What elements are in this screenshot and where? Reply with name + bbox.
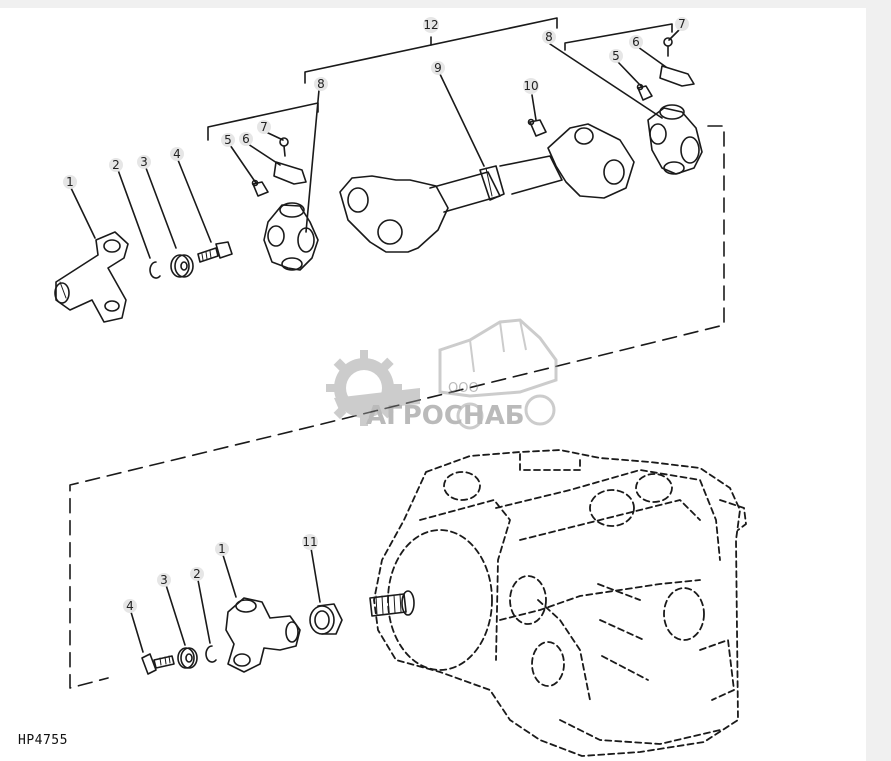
callout-2-bottom: 2: [190, 567, 204, 581]
watermark-name: АГРОСНАБ: [366, 401, 525, 431]
svg-text:5: 5: [224, 133, 232, 147]
watermark-prefix: ООО: [448, 381, 479, 396]
leader-11: [310, 547, 321, 603]
callout-2-top: 2: [109, 158, 123, 172]
callout-5-left: 5: [221, 133, 235, 147]
leader-4-top: [177, 159, 212, 243]
svg-text:1: 1: [66, 175, 74, 189]
svg-text:7: 7: [678, 17, 686, 31]
svg-text:6: 6: [632, 35, 640, 49]
leader-9: [438, 71, 485, 167]
dashed-assembly-line: [69, 125, 725, 689]
leader-3-top: [145, 167, 177, 249]
part-u-joint-right: [647, 104, 703, 175]
callout-10: 10: [523, 78, 539, 94]
callout-1-bottom: 1: [215, 542, 229, 556]
leader-8-right: [549, 43, 663, 119]
callout-3-top: 3: [137, 155, 151, 169]
part-washer-bottom: [177, 647, 198, 669]
part-bolt-bottom: [141, 653, 175, 675]
callout-5-right: 5: [609, 49, 623, 63]
leader-6-left: [247, 143, 281, 166]
part-screw-right: [663, 37, 673, 57]
diagram-sheet: [0, 8, 866, 761]
callout-7-left: 7: [257, 120, 271, 134]
callout-3-bottom: 3: [157, 573, 171, 587]
part-washer-top: [170, 254, 194, 278]
leader-1-top: [70, 187, 96, 239]
part-bolt-top: [197, 241, 233, 263]
svg-text:2: 2: [112, 158, 120, 172]
bracket-8-right: [564, 23, 673, 51]
figure-id: HP4755: [18, 733, 68, 748]
leader-5-left: [229, 144, 257, 184]
svg-text:2: 2: [193, 567, 201, 581]
part-drive-shaft: [339, 123, 635, 253]
svg-text:5: 5: [612, 49, 620, 63]
svg-text:11: 11: [302, 535, 317, 549]
callout-8-left: 8: [314, 77, 328, 91]
callout-11: 11: [302, 534, 318, 550]
watermark-combine-icon: [438, 318, 558, 430]
leader-4-bottom: [130, 611, 144, 653]
svg-text:8: 8: [317, 77, 325, 91]
svg-text:3: 3: [160, 573, 168, 587]
leader-10: [531, 94, 537, 121]
leader-7-left: [265, 131, 284, 141]
part-screw-left: [279, 137, 289, 157]
svg-text:8: 8: [545, 30, 553, 44]
part-bushing-11: [309, 603, 343, 635]
svg-text:4: 4: [126, 599, 134, 613]
callout-4-top: 4: [170, 147, 184, 161]
leader-1-bottom: [222, 554, 237, 598]
callout-labels: 12 8 8 9 10 7 6 5 7 6 5 1 2 3 4 1 2 3 4 …: [63, 17, 689, 613]
callout-12: 12: [423, 17, 439, 33]
callout-4-bottom: 4: [123, 599, 137, 613]
part-grease-fitting-right: [636, 83, 653, 101]
part-snap-ring-bottom: [205, 645, 217, 663]
part-grease-fitting-10: [527, 118, 547, 137]
watermark-gear-icon: [326, 350, 420, 426]
part-strap-right: [659, 65, 695, 87]
svg-text:9: 9: [434, 61, 442, 75]
callout-6-right: 6: [629, 35, 643, 49]
part-yoke-top: [54, 231, 129, 323]
part-snap-ring-top: [149, 261, 161, 279]
leader-2-bottom: [197, 579, 211, 644]
leader-5-right: [617, 61, 642, 87]
part-strap-left: [273, 161, 307, 185]
leader-2-top: [117, 169, 151, 259]
callout-7-right: 7: [675, 17, 689, 31]
svg-text:1: 1: [218, 542, 226, 556]
part-grease-fitting-left: [251, 179, 269, 197]
part-input-shaft: [369, 590, 415, 617]
watermark-logo: ООО АГРОСНАБ: [326, 318, 558, 431]
svg-text:4: 4: [173, 147, 181, 161]
part-transmission-housing: [373, 449, 747, 757]
leader-3-bottom: [165, 584, 186, 646]
callout-8-right: 8: [542, 30, 556, 44]
callout-9: 9: [431, 61, 445, 75]
part-u-joint-left: [263, 202, 319, 271]
part-yoke-bottom: [225, 597, 301, 673]
callout-6-left: 6: [239, 132, 253, 146]
svg-text:7: 7: [260, 120, 268, 134]
callout-1-top: 1: [63, 175, 77, 189]
svg-text:6: 6: [242, 132, 250, 146]
svg-text:10: 10: [523, 79, 538, 93]
svg-text:12: 12: [423, 18, 438, 32]
svg-text:3: 3: [140, 155, 148, 169]
leader-6-right: [637, 46, 667, 68]
leader-8-left: [305, 89, 320, 233]
